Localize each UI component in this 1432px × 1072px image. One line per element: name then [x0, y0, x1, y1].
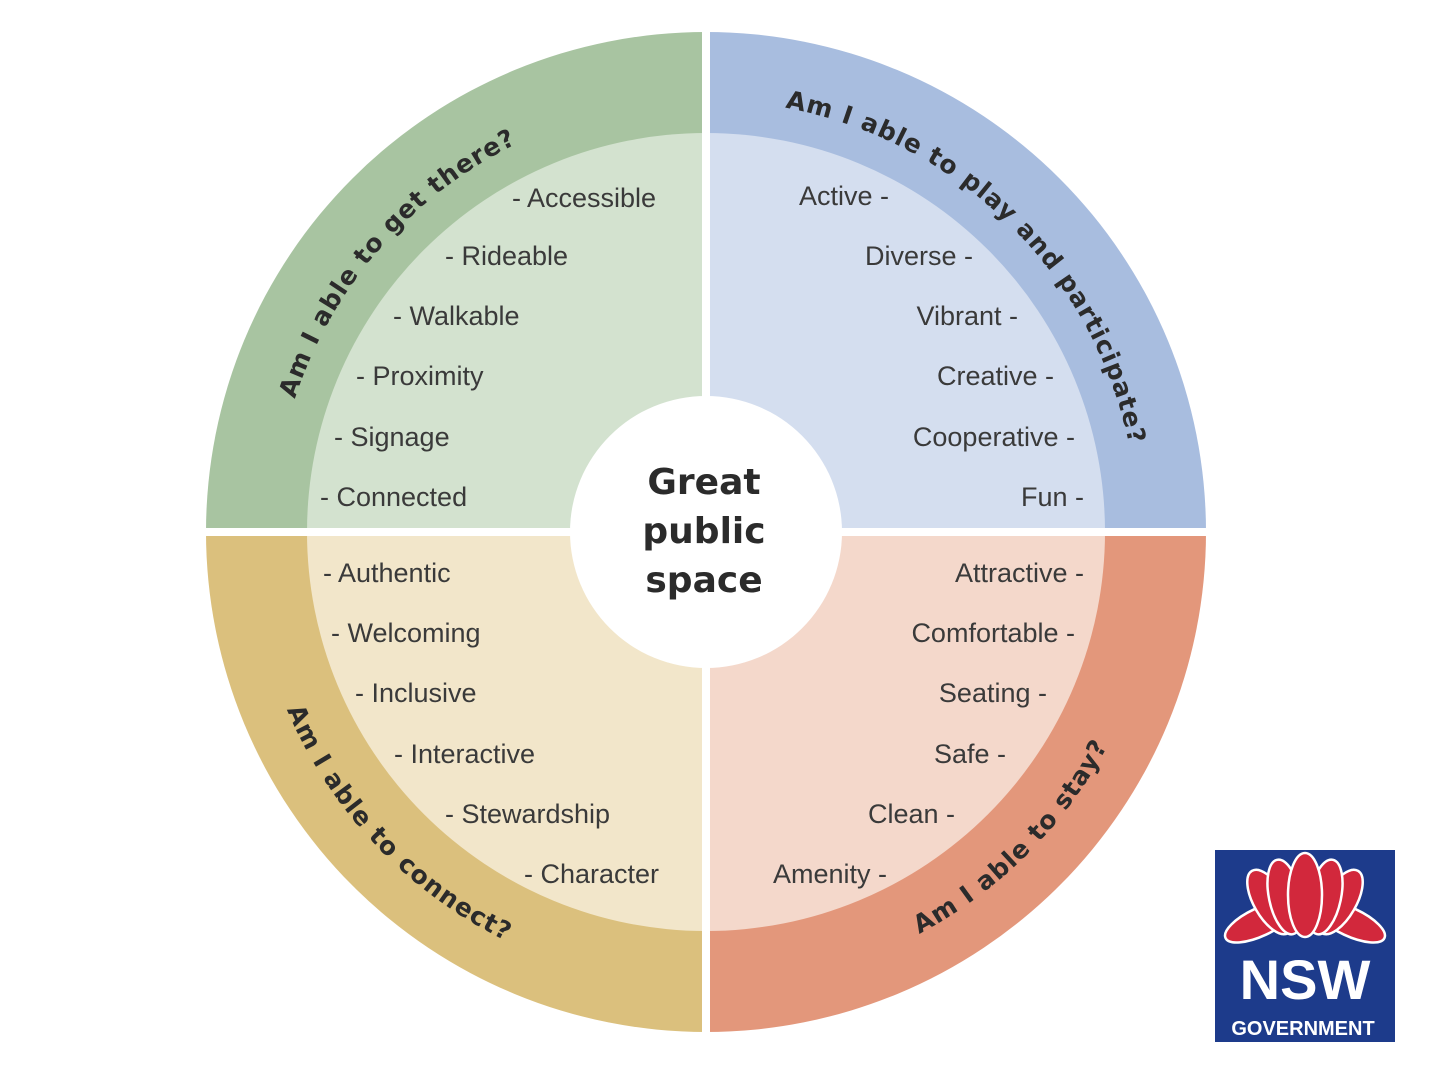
access-item: - Walkable	[393, 301, 520, 331]
center-title-line-1: Great	[647, 462, 760, 503]
connect-item: - Welcoming	[331, 618, 481, 648]
center-title-line-2: public	[642, 511, 765, 552]
stay-item: Attractive -	[955, 558, 1084, 588]
access-item: - Connected	[320, 482, 467, 512]
access-item: - Proximity	[356, 361, 484, 391]
play-item: Cooperative -	[913, 422, 1075, 452]
connect-item: - Stewardship	[445, 799, 610, 829]
logo-government-text: GOVERNMENT	[1231, 1018, 1374, 1040]
nsw-government-logo: NSW GOVERNMENT	[1215, 850, 1395, 1042]
access-inner	[307, 133, 706, 532]
play-item: Vibrant -	[916, 301, 1018, 331]
connect-item: - Character	[524, 859, 659, 889]
access-item: - Signage	[334, 422, 450, 452]
connect-item: - Authentic	[323, 558, 451, 588]
center-circle	[570, 396, 842, 668]
stay-item: Safe -	[934, 739, 1006, 769]
access-item: - Accessible	[512, 183, 656, 213]
logo-nsw-text: NSW	[1240, 948, 1371, 1011]
stay-item: Amenity -	[773, 859, 887, 889]
connect-item: - Interactive	[394, 739, 535, 769]
stay-item: Clean -	[868, 799, 955, 829]
play-item: Creative -	[937, 361, 1054, 391]
waratah-flower-icon	[1223, 851, 1387, 944]
play-item: Diverse -	[865, 241, 973, 271]
stay-item: Seating -	[939, 678, 1047, 708]
play-item: Active -	[799, 181, 889, 211]
access-item: - Rideable	[445, 241, 568, 271]
stay-inner	[706, 532, 1105, 931]
connect-item: - Inclusive	[355, 678, 477, 708]
center-title-line-3: space	[645, 560, 762, 601]
stay-item: Comfortable -	[911, 618, 1075, 648]
play-item: Fun -	[1021, 482, 1084, 512]
play-inner	[706, 133, 1105, 532]
connect-inner	[307, 532, 706, 931]
